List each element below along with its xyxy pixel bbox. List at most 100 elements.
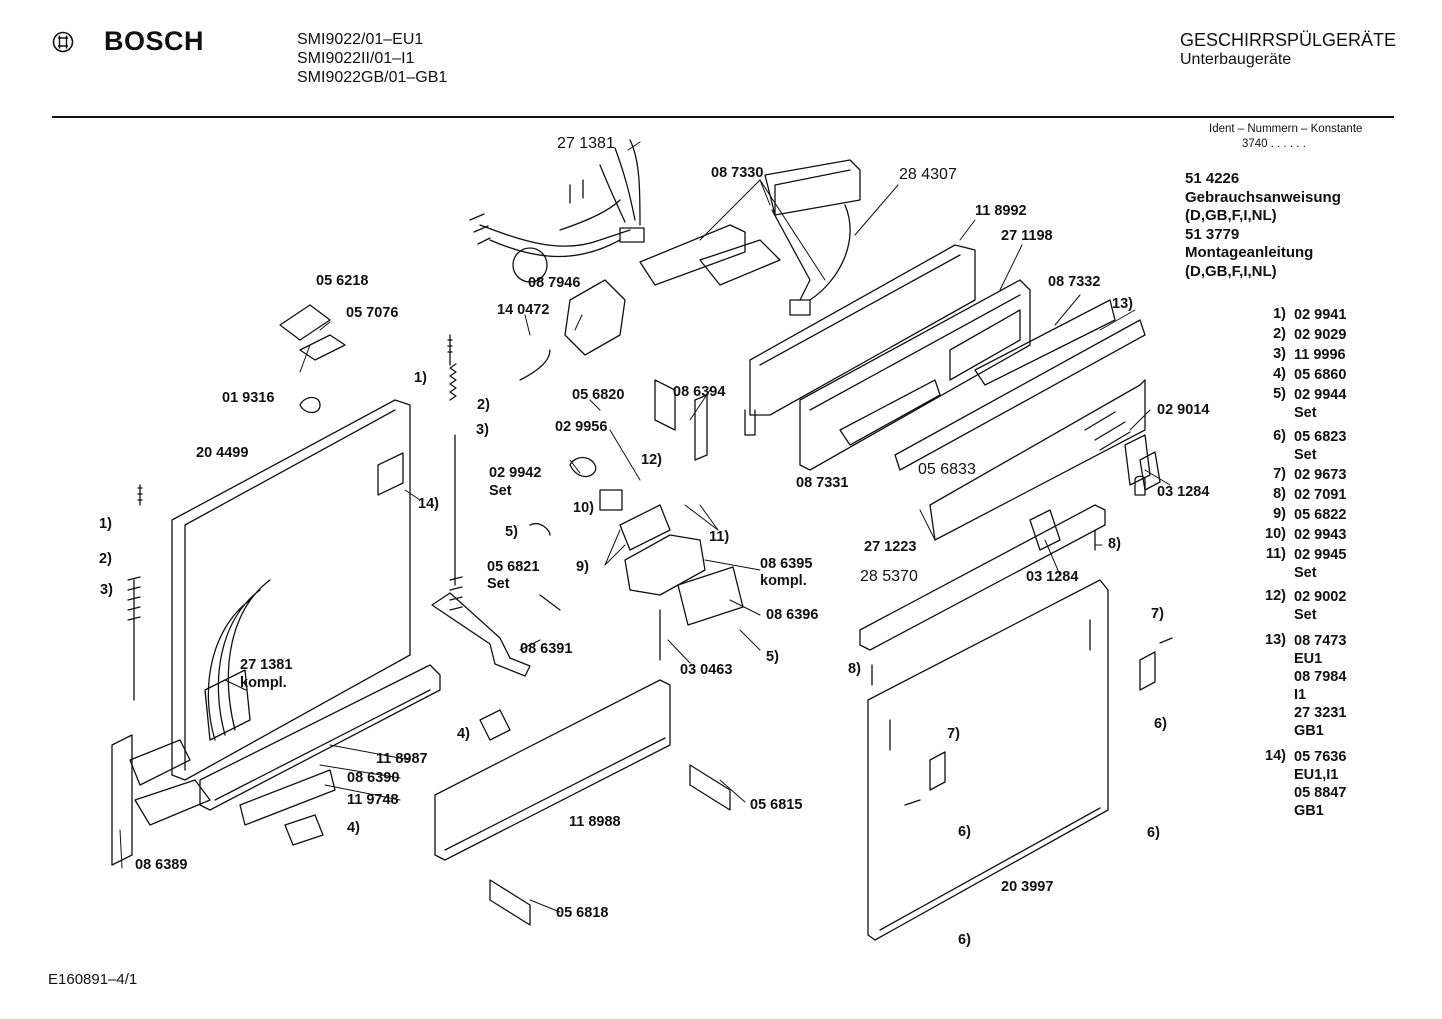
part-label: 12) <box>641 452 662 468</box>
model-number: SMI9022II/01–I1 <box>297 50 415 67</box>
set-index: 11) <box>1265 546 1286 562</box>
model-number: SMI9022/01–EU1 <box>297 31 424 48</box>
set-values: 02 7091 <box>1294 486 1346 504</box>
part-label: 11 8987 <box>376 751 428 767</box>
part-label: 7) <box>1151 606 1164 622</box>
set-legend-row: 10)02 9943 <box>1256 526 1346 544</box>
set-index: 9) <box>1273 506 1286 522</box>
set-index: 3) <box>1273 346 1286 362</box>
part-label: 03 0463 <box>680 662 733 678</box>
part-label: 05 6818 <box>556 905 609 921</box>
category-block: GESCHIRRSPÜLGERÄTE Unterbaugeräte <box>1180 31 1396 69</box>
part-label: 08 6396 <box>766 607 819 623</box>
part-label: 27 1223 <box>864 539 917 555</box>
model-list: SMI9022/01–EU1 SMI9022II/01–I1 SMI9022GB… <box>297 30 447 87</box>
set-index: 5) <box>1273 386 1286 402</box>
set-legend: 1)02 9941 2) 02 9029 3) 11 9996 4) 05 6860 5) 02… <box>1256 306 1346 820</box>
part-label: 01 9316 <box>222 390 275 406</box>
set-value-line: GB1 <box>1294 723 1324 739</box>
part-label: 2) <box>99 551 112 567</box>
part-label: 08 7946 <box>528 275 581 291</box>
set-value-line: 02 9943 <box>1294 527 1347 543</box>
set-value-line: 02 9673 <box>1294 467 1347 483</box>
part-label: 27 1198 <box>1001 228 1053 244</box>
part-label: 4) <box>457 726 470 742</box>
part-label: 05 6820 <box>572 387 625 403</box>
set-legend-row: 4) 05 6860 <box>1256 366 1346 384</box>
part-label: 03 1284 <box>1157 484 1210 500</box>
bottom-rail-part <box>199 664 441 846</box>
set-values: 02 9941 <box>1294 306 1346 324</box>
set-index: 12) <box>1265 588 1286 604</box>
category-title: GESCHIRRSPÜLGERÄTE <box>1180 30 1397 50</box>
part-label: 11) <box>709 529 730 545</box>
part-label: 27 1381 <box>240 657 293 673</box>
part-label: 5) <box>766 649 779 665</box>
front-panel-part <box>867 579 1156 941</box>
part-label: 08 7330 <box>711 165 764 181</box>
part-label: 08 6394 <box>673 384 726 400</box>
ident-value: 3740 . . . . . . <box>1242 138 1306 150</box>
set-index: 14) <box>1265 748 1286 764</box>
part-label: 3) <box>100 582 113 598</box>
bosch-logo-icon <box>52 31 74 53</box>
set-value-line: 27 3231 <box>1294 705 1347 721</box>
ident-title: Ident – Nummern – Konstante <box>1209 123 1363 135</box>
set-index: 6) <box>1273 428 1286 444</box>
set-index: 4) <box>1273 366 1286 382</box>
part-label: 1) <box>99 516 112 532</box>
inner-door-part <box>171 399 411 781</box>
door-lock-part <box>529 379 744 661</box>
part-label: kompl. <box>240 675 287 691</box>
part-label: Set <box>489 483 512 499</box>
part-label: 05 7076 <box>346 305 399 321</box>
model-number: SMI9022GB/01–GB1 <box>297 69 448 86</box>
part-label: 2) <box>477 397 490 413</box>
part-label: 8) <box>848 661 861 677</box>
part-label: 27 1381 <box>557 135 615 152</box>
header-divider <box>52 116 1394 118</box>
wiring-harness-part <box>469 139 645 258</box>
set-value-line: 11 9996 <box>1294 347 1346 363</box>
part-label: 02 9942 <box>489 465 542 481</box>
part-label: kompl. <box>760 573 807 589</box>
part-label: 7) <box>947 726 960 742</box>
part-label: 6) <box>958 932 971 948</box>
hinge-part <box>111 734 211 866</box>
part-label: 03 1284 <box>1026 569 1079 585</box>
set-value-line: EU1,I1 <box>1294 767 1339 783</box>
screws-part <box>137 334 1173 806</box>
set-value-line: 05 6860 <box>1294 367 1347 383</box>
part-label: 08 7331 <box>796 475 849 491</box>
part-label: 02 9956 <box>555 419 608 435</box>
part-label: 08 6390 <box>347 770 400 786</box>
part-label: 6) <box>958 824 971 840</box>
set-values: 11 9996 <box>1294 346 1346 364</box>
part-label: 08 6391 <box>520 641 573 657</box>
set-index: 2) <box>1273 326 1286 342</box>
control-module-part <box>639 159 861 316</box>
part-label: 11 9748 <box>347 792 399 808</box>
part-label: 28 5370 <box>860 568 918 585</box>
set-values: 05 6822 <box>1294 506 1346 524</box>
set-value-line: 02 9029 <box>1294 327 1347 343</box>
leader-lines <box>119 141 1171 913</box>
set-legend-row: 1)02 9941 <box>1256 306 1346 324</box>
set-value-line: 05 6823 <box>1294 429 1347 445</box>
set-value-line: 05 8847 <box>1294 785 1347 801</box>
part-label: 08 7332 <box>1048 274 1101 290</box>
part-label: 10) <box>573 500 594 516</box>
set-legend-row: 2) 02 9029 <box>1256 326 1346 344</box>
category-subtitle: Unterbaugeräte <box>1180 51 1292 68</box>
ident-block: Ident – Nummern – Konstante 3740 . . . .… <box>1209 122 1362 152</box>
set-index: 13) <box>1265 632 1286 648</box>
part-label: 11 8992 <box>975 203 1027 219</box>
control-panel-part <box>744 244 1161 541</box>
